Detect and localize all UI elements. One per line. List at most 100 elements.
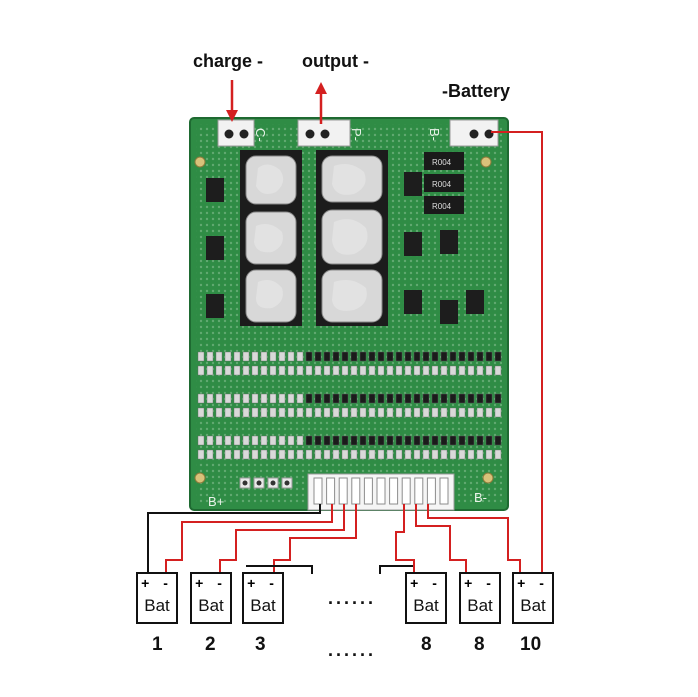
smd-part <box>485 351 493 362</box>
smd-part <box>233 435 241 446</box>
mount-hole <box>194 472 206 484</box>
balance-wire <box>395 504 415 574</box>
smd-part <box>485 407 493 418</box>
smd-part <box>287 351 295 362</box>
cell-label: Bat <box>467 596 493 615</box>
smd-components <box>197 172 502 460</box>
smd-part <box>359 365 367 376</box>
ic-chip <box>404 290 422 314</box>
smd-part <box>359 407 367 418</box>
smd-part <box>215 407 223 418</box>
cell-number-8b: 8 <box>474 634 485 655</box>
smd-part <box>260 407 268 418</box>
smd-part <box>494 435 502 446</box>
output-label: output - <box>302 51 369 71</box>
cell-label: Bat <box>250 596 276 615</box>
smd-part <box>413 435 421 446</box>
smd-part <box>386 449 394 460</box>
smd-part <box>305 365 313 376</box>
smd-part <box>377 365 385 376</box>
cell-label: Bat <box>413 596 439 615</box>
smd-part <box>485 449 493 460</box>
smd-part <box>278 365 286 376</box>
smd-part <box>341 435 349 446</box>
smd-part <box>458 449 466 460</box>
smd-part <box>413 393 421 404</box>
battery-cell-1: + - Bat <box>136 572 178 624</box>
smd-part <box>206 435 214 446</box>
smd-part <box>269 435 277 446</box>
smd-part <box>494 365 502 376</box>
smd-part <box>251 449 259 460</box>
cell-label: Bat <box>198 596 224 615</box>
connector-pin <box>414 477 424 505</box>
smd-part <box>368 393 376 404</box>
cell-polarity: + - <box>141 575 173 591</box>
cell-polarity: + - <box>195 575 227 591</box>
ic-chip <box>206 294 224 318</box>
smd-part <box>314 435 322 446</box>
smd-part <box>251 435 259 446</box>
smd-part <box>197 365 205 376</box>
solder-hole-center <box>270 480 276 486</box>
smd-part <box>404 351 412 362</box>
connector-pin <box>351 477 361 505</box>
mount-hole <box>482 472 494 484</box>
smd-part <box>458 407 466 418</box>
smd-part <box>287 407 295 418</box>
smd-part <box>422 407 430 418</box>
smd-part <box>404 393 412 404</box>
smd-part <box>323 449 331 460</box>
smd-part <box>413 407 421 418</box>
connector-pin <box>313 477 323 505</box>
smd-part <box>485 393 493 404</box>
connector-pin <box>326 477 336 505</box>
smd-part <box>386 435 394 446</box>
smd-part <box>215 351 223 362</box>
smd-part <box>287 393 295 404</box>
pad-c <box>217 119 255 147</box>
smd-part <box>260 449 268 460</box>
ic-chip <box>440 230 458 254</box>
smd-part <box>341 365 349 376</box>
smd-part <box>395 407 403 418</box>
smd-part <box>314 393 322 404</box>
smd-part <box>305 407 313 418</box>
smd-part <box>395 365 403 376</box>
smd-part <box>278 449 286 460</box>
smd-part <box>494 449 502 460</box>
connector-pin <box>439 477 449 505</box>
smd-part <box>431 393 439 404</box>
smd-part <box>440 407 448 418</box>
smd-part <box>341 407 349 418</box>
smd-part <box>323 365 331 376</box>
smd-part <box>206 407 214 418</box>
cell-polarity: + - <box>464 575 496 591</box>
ellipsis-top: ...... <box>328 588 377 608</box>
bplus-holes <box>239 477 293 489</box>
smd-part <box>197 351 205 362</box>
smd-part <box>242 449 250 460</box>
smd-part <box>467 449 475 460</box>
smd-part <box>386 407 394 418</box>
smd-part <box>242 435 250 446</box>
smd-part <box>251 365 259 376</box>
smd-part <box>467 435 475 446</box>
smd-part <box>431 449 439 460</box>
smd-part <box>467 407 475 418</box>
connector-pin <box>401 477 411 505</box>
smd-part <box>476 365 484 376</box>
smd-part <box>395 393 403 404</box>
smd-part <box>341 351 349 362</box>
connector-pin <box>426 477 436 505</box>
ellipsis-bottom: ...... <box>328 640 377 660</box>
smd-part <box>485 365 493 376</box>
resistor-code: R004 <box>432 180 452 189</box>
balance-wire <box>165 504 333 574</box>
smd-part <box>395 351 403 362</box>
cell-polarity: + - <box>410 575 442 591</box>
connector-pin <box>389 477 399 505</box>
smd-part <box>449 435 457 446</box>
smd-part <box>305 393 313 404</box>
ic-chip <box>206 236 224 260</box>
